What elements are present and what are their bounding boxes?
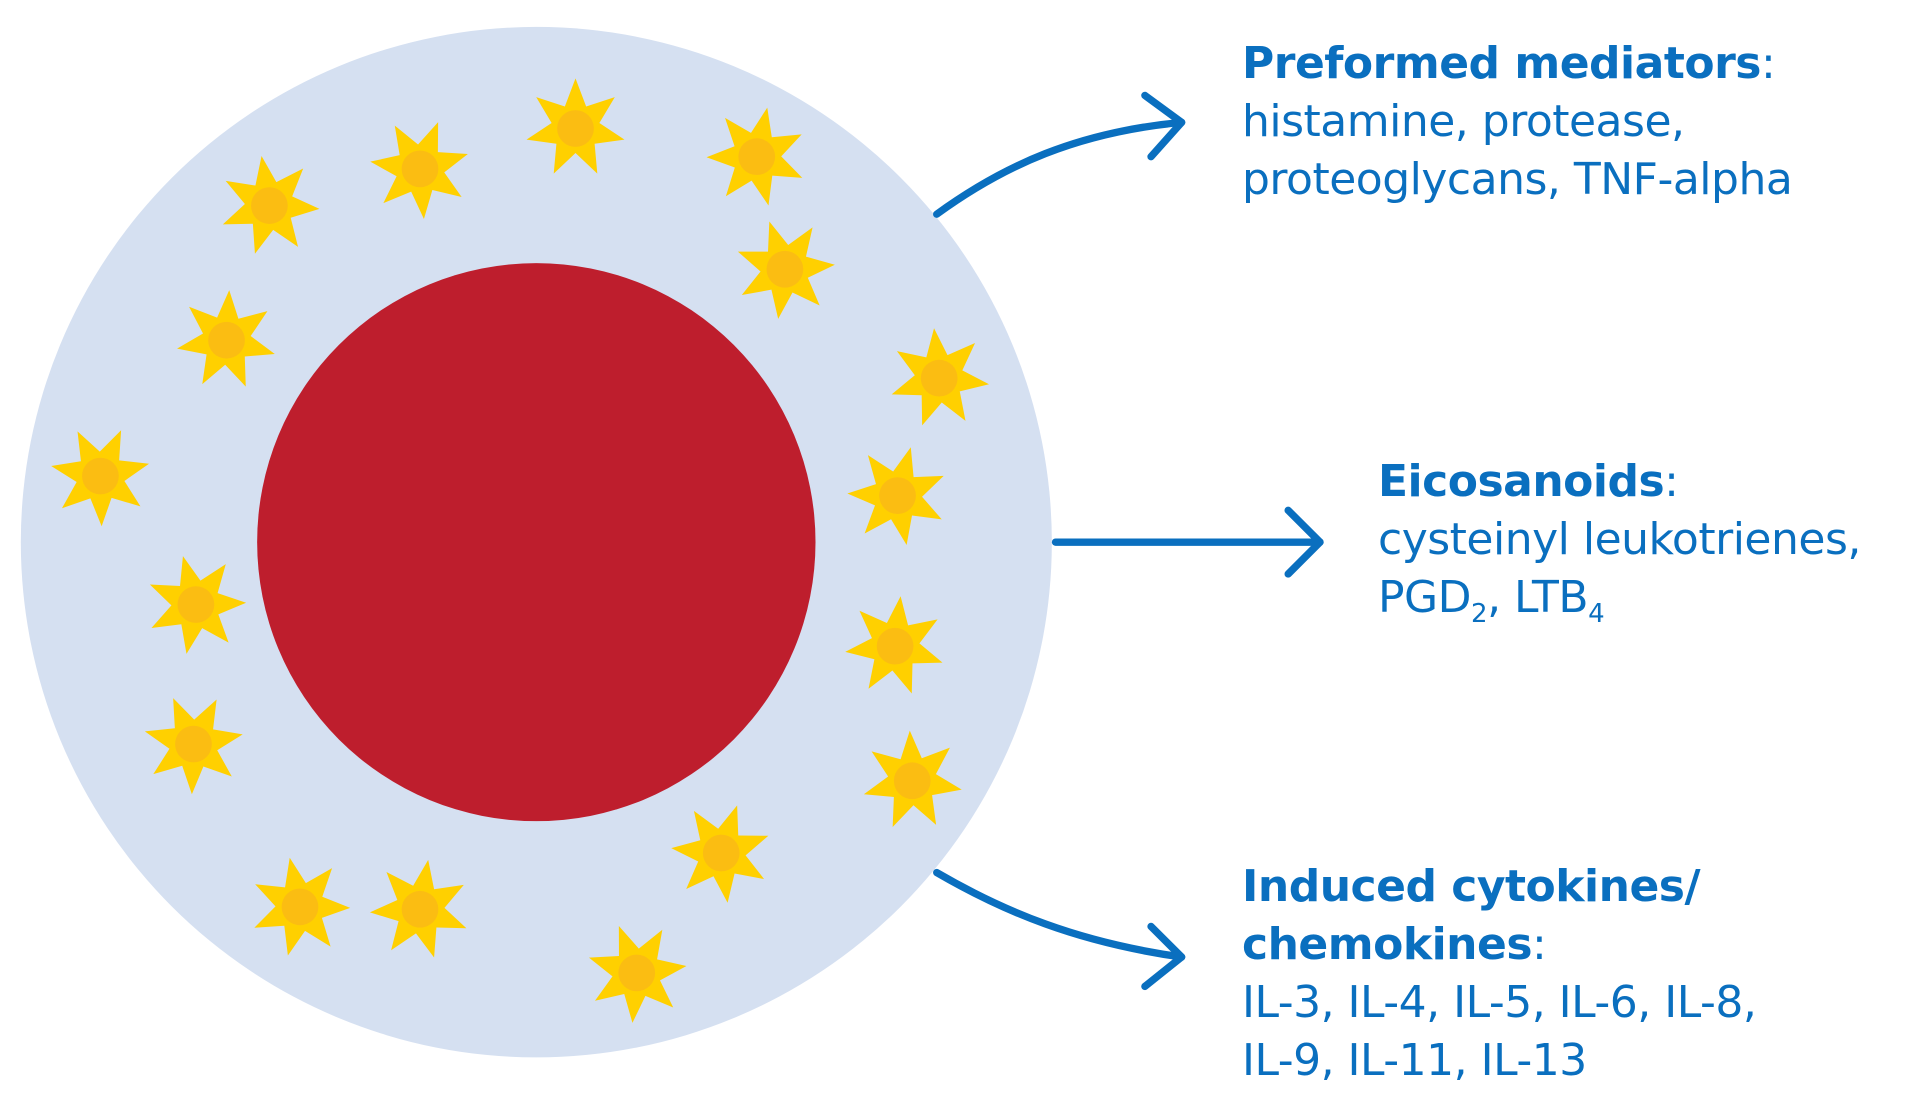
eicosanoids-line-1: cysteinyl leukotrienes, xyxy=(1378,514,1861,565)
granule xyxy=(254,857,351,956)
granule-core xyxy=(401,150,439,188)
cytokines-line-1: IL-3, IL-4, IL-5, IL-6, IL-8, xyxy=(1242,977,1757,1028)
preformed-line-2: proteoglycans, TNF-alpha xyxy=(1242,154,1793,205)
granule xyxy=(222,156,320,254)
granule xyxy=(891,328,990,426)
label-preformed-mediators: Preformed mediators: histamine, protease… xyxy=(1242,42,1793,216)
arrowhead-induced-cytokines xyxy=(1141,922,1186,991)
granule xyxy=(369,859,467,958)
separator: , xyxy=(1487,572,1515,623)
preformed-line-1: histamine, protease, xyxy=(1242,96,1685,147)
label-eicosanoids: Eicosanoids: cysteinyl leukotrienes, PGD… xyxy=(1378,460,1861,641)
granule xyxy=(149,556,247,654)
granule xyxy=(737,221,835,319)
granule xyxy=(847,447,944,545)
granule-core xyxy=(702,834,740,872)
granule-core xyxy=(879,477,916,515)
heading-induced-cytokines-2: chemokines xyxy=(1242,919,1533,970)
heading-colon: : xyxy=(1664,456,1679,507)
arrow-induced-cytokines xyxy=(933,868,1186,961)
granule xyxy=(706,107,803,206)
granule xyxy=(671,805,769,903)
granule xyxy=(370,122,468,219)
heading-eicosanoids: Eicosanoids xyxy=(1378,456,1665,507)
granule-core xyxy=(82,457,119,495)
pgd-subscript: 2 xyxy=(1471,599,1488,629)
heading-colon: : xyxy=(1532,919,1547,970)
granule-core xyxy=(618,954,656,992)
heading-colon: : xyxy=(1760,38,1776,89)
granule xyxy=(177,290,275,387)
granule xyxy=(588,926,687,1023)
granule-core xyxy=(766,250,804,288)
arrow-preformed-mediators xyxy=(933,118,1186,218)
heading-preformed-mediators: Preformed mediators xyxy=(1242,38,1761,89)
granule-core xyxy=(177,586,215,623)
label-induced-cytokines: Induced cytokines/ chemokines: IL-3, IL-… xyxy=(1242,861,1757,1097)
granule-core xyxy=(876,627,914,665)
ltb-subscript: 4 xyxy=(1588,599,1605,629)
arrows-group xyxy=(933,91,1324,991)
arrowhead-eicosanoids xyxy=(1284,506,1324,578)
granule-core xyxy=(281,888,319,926)
granule xyxy=(526,78,625,174)
granule xyxy=(51,430,150,527)
granule-core xyxy=(175,725,212,763)
cell-nucleus xyxy=(257,263,816,822)
granule xyxy=(845,596,943,694)
granule-core xyxy=(208,321,245,359)
heading-induced-cytokines-1: Induced cytokines/ xyxy=(1242,861,1701,912)
ltb-text: LTB xyxy=(1514,572,1589,623)
granule-core xyxy=(920,359,958,397)
granule-core xyxy=(738,138,776,176)
granule-core xyxy=(557,110,594,147)
granule-core xyxy=(401,890,439,928)
arrowhead-preformed-mediators xyxy=(1141,91,1186,161)
pgd-text: PGD xyxy=(1378,572,1472,623)
granule-core xyxy=(251,187,288,224)
granules-group xyxy=(51,78,990,1023)
eicosanoids-line-2: PGD2, LTB4 xyxy=(1378,576,1861,629)
granule xyxy=(144,698,243,795)
granule xyxy=(863,730,962,828)
cytokines-line-2: IL-9, IL-11, IL-13 xyxy=(1242,1035,1587,1086)
granule-core xyxy=(893,762,931,800)
